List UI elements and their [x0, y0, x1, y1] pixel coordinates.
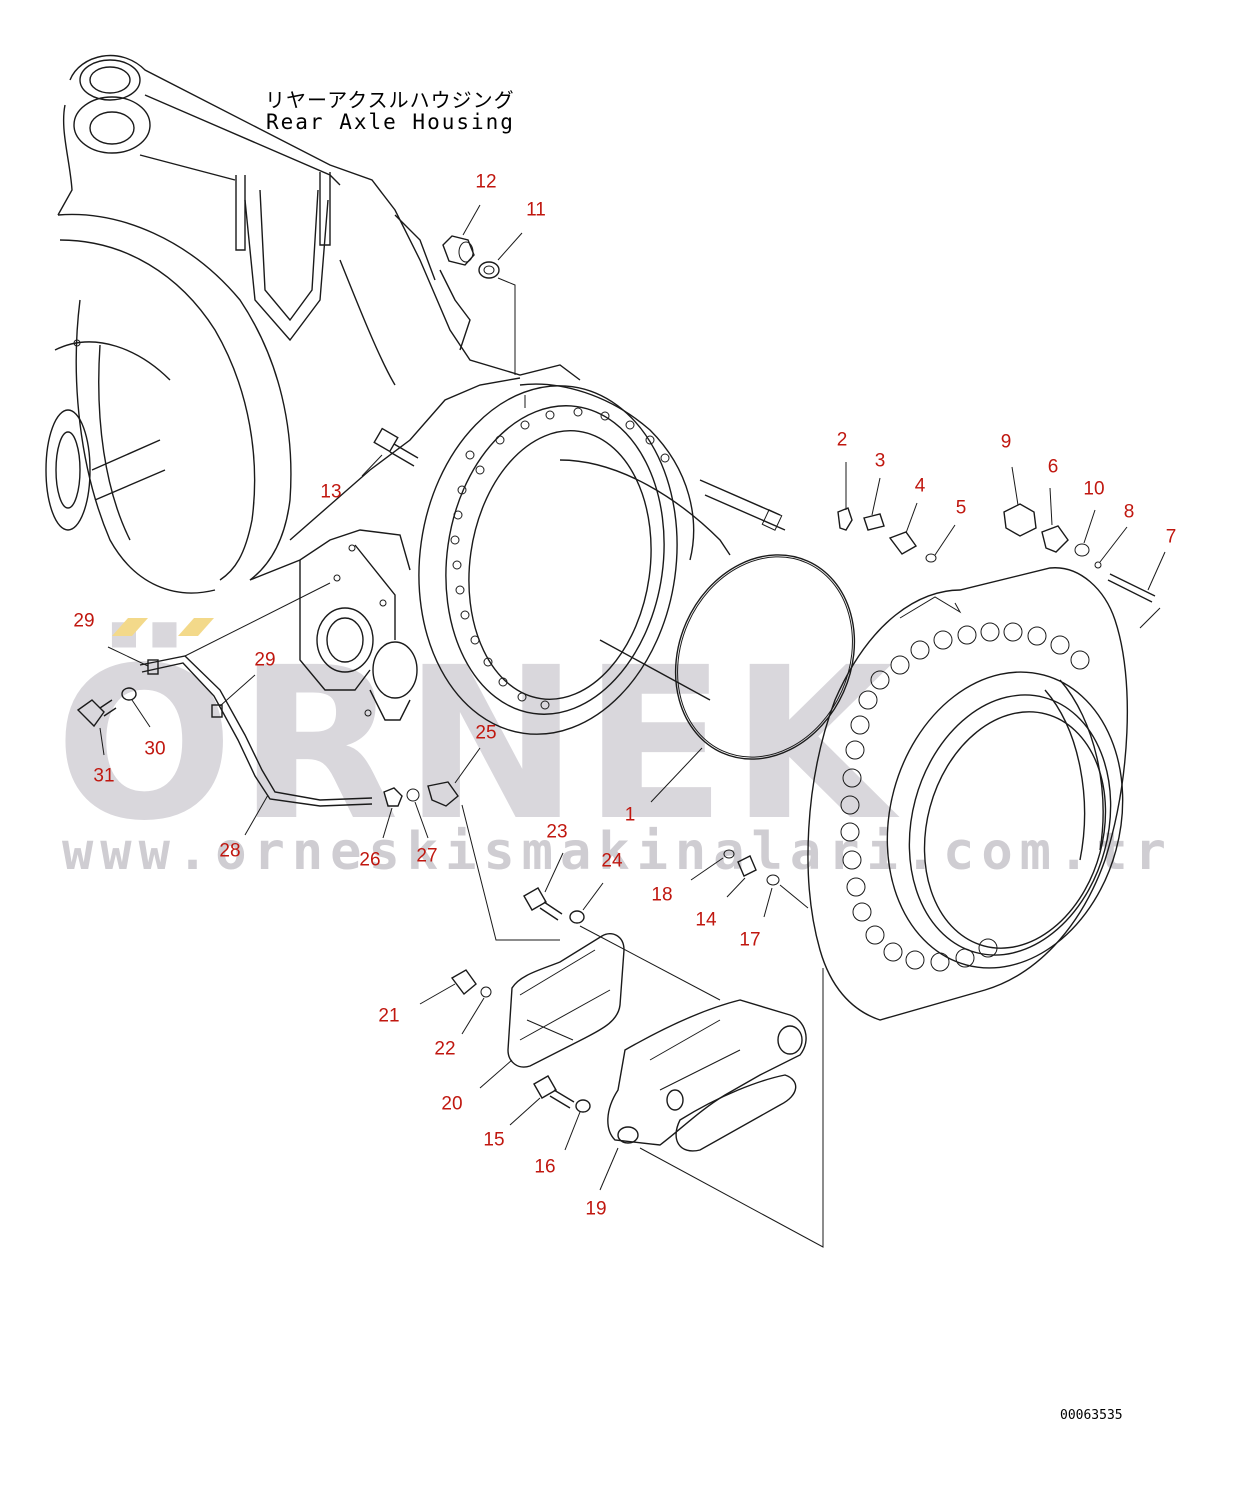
callout-14: 14: [695, 909, 717, 931]
callout-7: 7: [1165, 526, 1177, 548]
o-ring-part-1: [674, 554, 856, 760]
callout-10: 10: [1083, 478, 1105, 500]
flange-bolt-holes: [840, 622, 1090, 972]
small-parts: [76, 235, 1156, 1113]
callout-28: 28: [219, 840, 241, 862]
callout-8: 8: [1123, 501, 1135, 523]
tube-part-28: [139, 655, 373, 807]
callout-25: 25: [475, 722, 497, 744]
callout-11: 11: [526, 199, 546, 221]
callout-18: 18: [651, 884, 673, 906]
watermark-accent: [112, 618, 214, 636]
callout-6: 6: [1047, 456, 1059, 478]
axle-housing: [45, 54, 786, 735]
callout-1: 1: [624, 804, 636, 826]
drawing-code: 00063535: [1060, 1408, 1123, 1423]
callout-21: 21: [378, 1005, 400, 1027]
callout-19: 19: [585, 1198, 607, 1220]
leader-lines: [99, 204, 1166, 1248]
title-english: Rear Axle Housing: [266, 110, 515, 134]
callout-22: 22: [434, 1038, 456, 1060]
callout-4: 4: [914, 475, 926, 497]
callout-5: 5: [955, 497, 967, 519]
title-japanese: リヤーアクスルハウジング: [265, 88, 515, 112]
callout-29-right: 29: [254, 649, 276, 671]
callout-20: 20: [441, 1093, 463, 1115]
callout-26: 26: [359, 849, 381, 871]
callout-3: 3: [874, 450, 886, 472]
cover-plate-part-20: [507, 932, 625, 1068]
watermark-url: www.orneskismakinalari.com.tr: [62, 822, 1173, 882]
callout-2: 2: [836, 429, 848, 451]
callout-30: 30: [144, 738, 166, 760]
housing-bolt-holes: [450, 407, 670, 710]
callout-23: 23: [546, 821, 568, 843]
callout-27: 27: [416, 845, 438, 867]
callout-24: 24: [601, 850, 623, 872]
callout-12: 12: [475, 171, 497, 193]
callout-17: 17: [739, 929, 761, 951]
bracket-part-19: [607, 999, 807, 1152]
flange-ring: [807, 567, 1129, 1021]
callout-16: 16: [534, 1156, 556, 1178]
callout-31: 31: [93, 765, 115, 787]
callout-29-left: 29: [73, 610, 95, 632]
callout-9: 9: [1000, 431, 1012, 453]
callout-15: 15: [483, 1129, 505, 1151]
callout-13: 13: [320, 481, 342, 503]
